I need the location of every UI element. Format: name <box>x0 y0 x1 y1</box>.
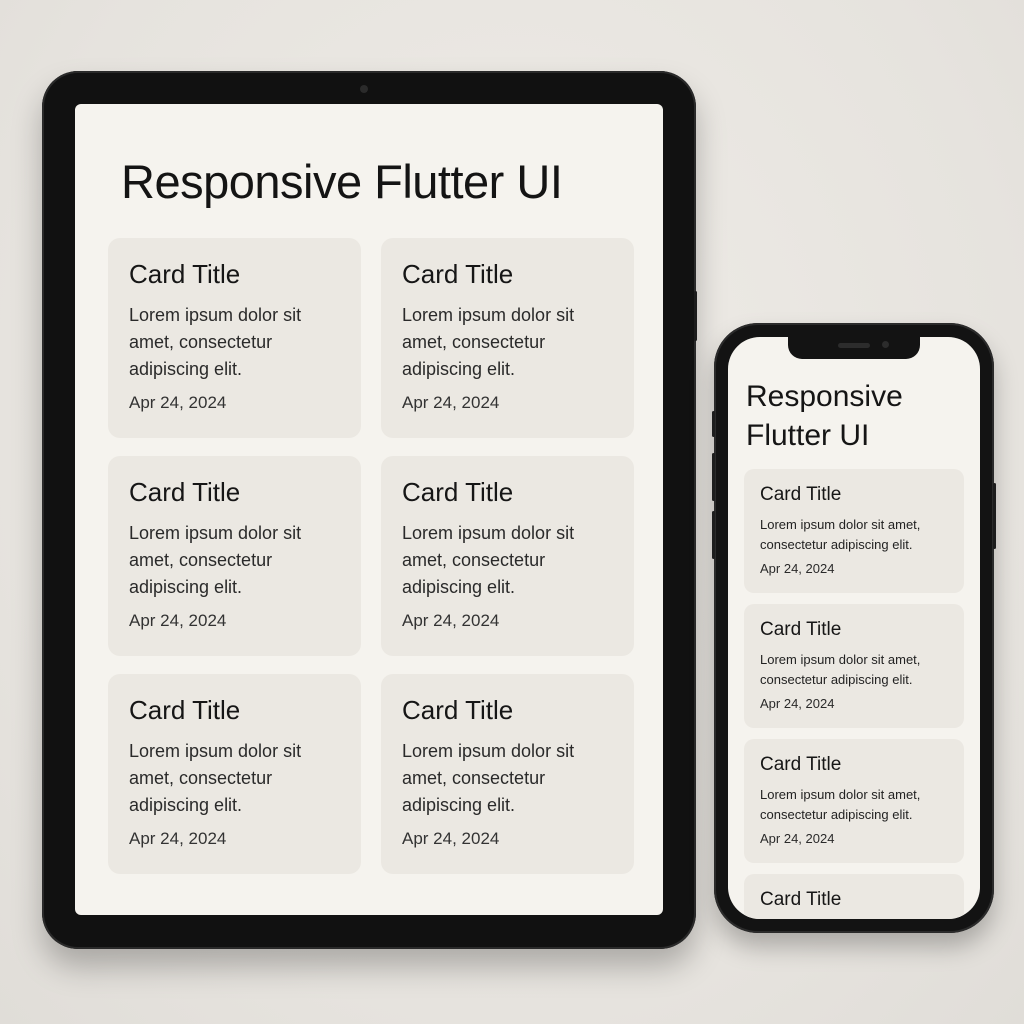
phone-card[interactable]: Card Title Lorem ipsum dolor sit amet, c… <box>744 739 964 863</box>
tablet-card[interactable]: Card Title Lorem ipsum dolor sit amet, c… <box>108 456 361 656</box>
card-title: Card Title <box>402 477 514 507</box>
card-body: Lorem ipsum dolor sit amet, consectetur … <box>129 741 302 815</box>
tablet-card[interactable]: Card Title Lorem ipsum dolor sit amet, c… <box>381 456 634 656</box>
phone-device: Responsive Flutter UI Card Title Lorem i… <box>712 323 996 933</box>
card-title: Card Title <box>760 889 842 910</box>
card-body: Lorem ipsum dolor sit amet, consectetur … <box>760 517 921 552</box>
card-date: Apr 24, 2024 <box>760 696 835 711</box>
phone-card[interactable]: Card Title <box>744 874 964 919</box>
phone-power-button <box>993 483 996 549</box>
card-title: Card Title <box>129 259 241 289</box>
tablet-card[interactable]: Card Title Lorem ipsum dolor sit amet, c… <box>381 238 634 438</box>
phone-page-title: Responsive Flutter UI <box>746 380 903 452</box>
card-body: Lorem ipsum dolor sit amet, consectetur … <box>760 652 921 687</box>
card-title: Card Title <box>760 484 842 505</box>
card-date: Apr 24, 2024 <box>402 611 500 630</box>
tablet-device: Responsive Flutter UI Card Title Lorem i… <box>42 71 697 949</box>
tablet-page-title: Responsive Flutter UI <box>121 155 563 208</box>
card-date: Apr 24, 2024 <box>129 611 227 630</box>
card-date: Apr 24, 2024 <box>402 393 500 412</box>
card-date: Apr 24, 2024 <box>760 831 835 846</box>
phone-mute-switch <box>712 411 715 437</box>
tablet-card-grid: Card Title Lorem ipsum dolor sit amet, c… <box>108 238 634 874</box>
phone-notch <box>788 337 920 359</box>
phone-volume-down-button <box>712 511 715 559</box>
card-title: Card Title <box>129 477 241 507</box>
phone-volume-up-button <box>712 453 715 501</box>
card-date: Apr 24, 2024 <box>760 561 835 576</box>
card-body: Lorem ipsum dolor sit amet, consectetur … <box>402 741 575 815</box>
card-title: Card Title <box>760 754 842 775</box>
card-date: Apr 24, 2024 <box>129 393 227 412</box>
tablet-card[interactable]: Card Title Lorem ipsum dolor sit amet, c… <box>381 674 634 874</box>
card-title: Card Title <box>402 259 514 289</box>
card-body: Lorem ipsum dolor sit amet, consectetur … <box>402 523 575 597</box>
card-date: Apr 24, 2024 <box>129 829 227 848</box>
tablet-card[interactable]: Card Title Lorem ipsum dolor sit amet, c… <box>108 238 361 438</box>
camera-icon <box>882 341 889 348</box>
tablet-side-button <box>694 291 697 341</box>
card-title: Card Title <box>760 619 842 640</box>
tablet-screen: Responsive Flutter UI Card Title Lorem i… <box>75 104 663 915</box>
card-body: Lorem ipsum dolor sit amet, consectetur … <box>760 787 921 822</box>
speaker-icon <box>838 343 870 348</box>
card-body: Lorem ipsum dolor sit amet, consectetur … <box>129 523 302 597</box>
card-title: Card Title <box>402 695 514 725</box>
card-title: Card Title <box>129 695 241 725</box>
card-date: Apr 24, 2024 <box>402 829 500 848</box>
card-body: Lorem ipsum dolor sit amet, consectetur … <box>402 305 575 379</box>
tablet-card[interactable]: Card Title Lorem ipsum dolor sit amet, c… <box>108 674 361 874</box>
phone-screen: Responsive Flutter UI Card Title Lorem i… <box>728 337 980 919</box>
tablet-camera <box>360 85 368 93</box>
phone-card[interactable]: Card Title Lorem ipsum dolor sit amet, c… <box>744 469 964 593</box>
phone-card-list: Card Title Lorem ipsum dolor sit amet, c… <box>744 469 964 919</box>
card-body: Lorem ipsum dolor sit amet, consectetur … <box>129 305 302 379</box>
phone-card[interactable]: Card Title Lorem ipsum dolor sit amet, c… <box>744 604 964 728</box>
